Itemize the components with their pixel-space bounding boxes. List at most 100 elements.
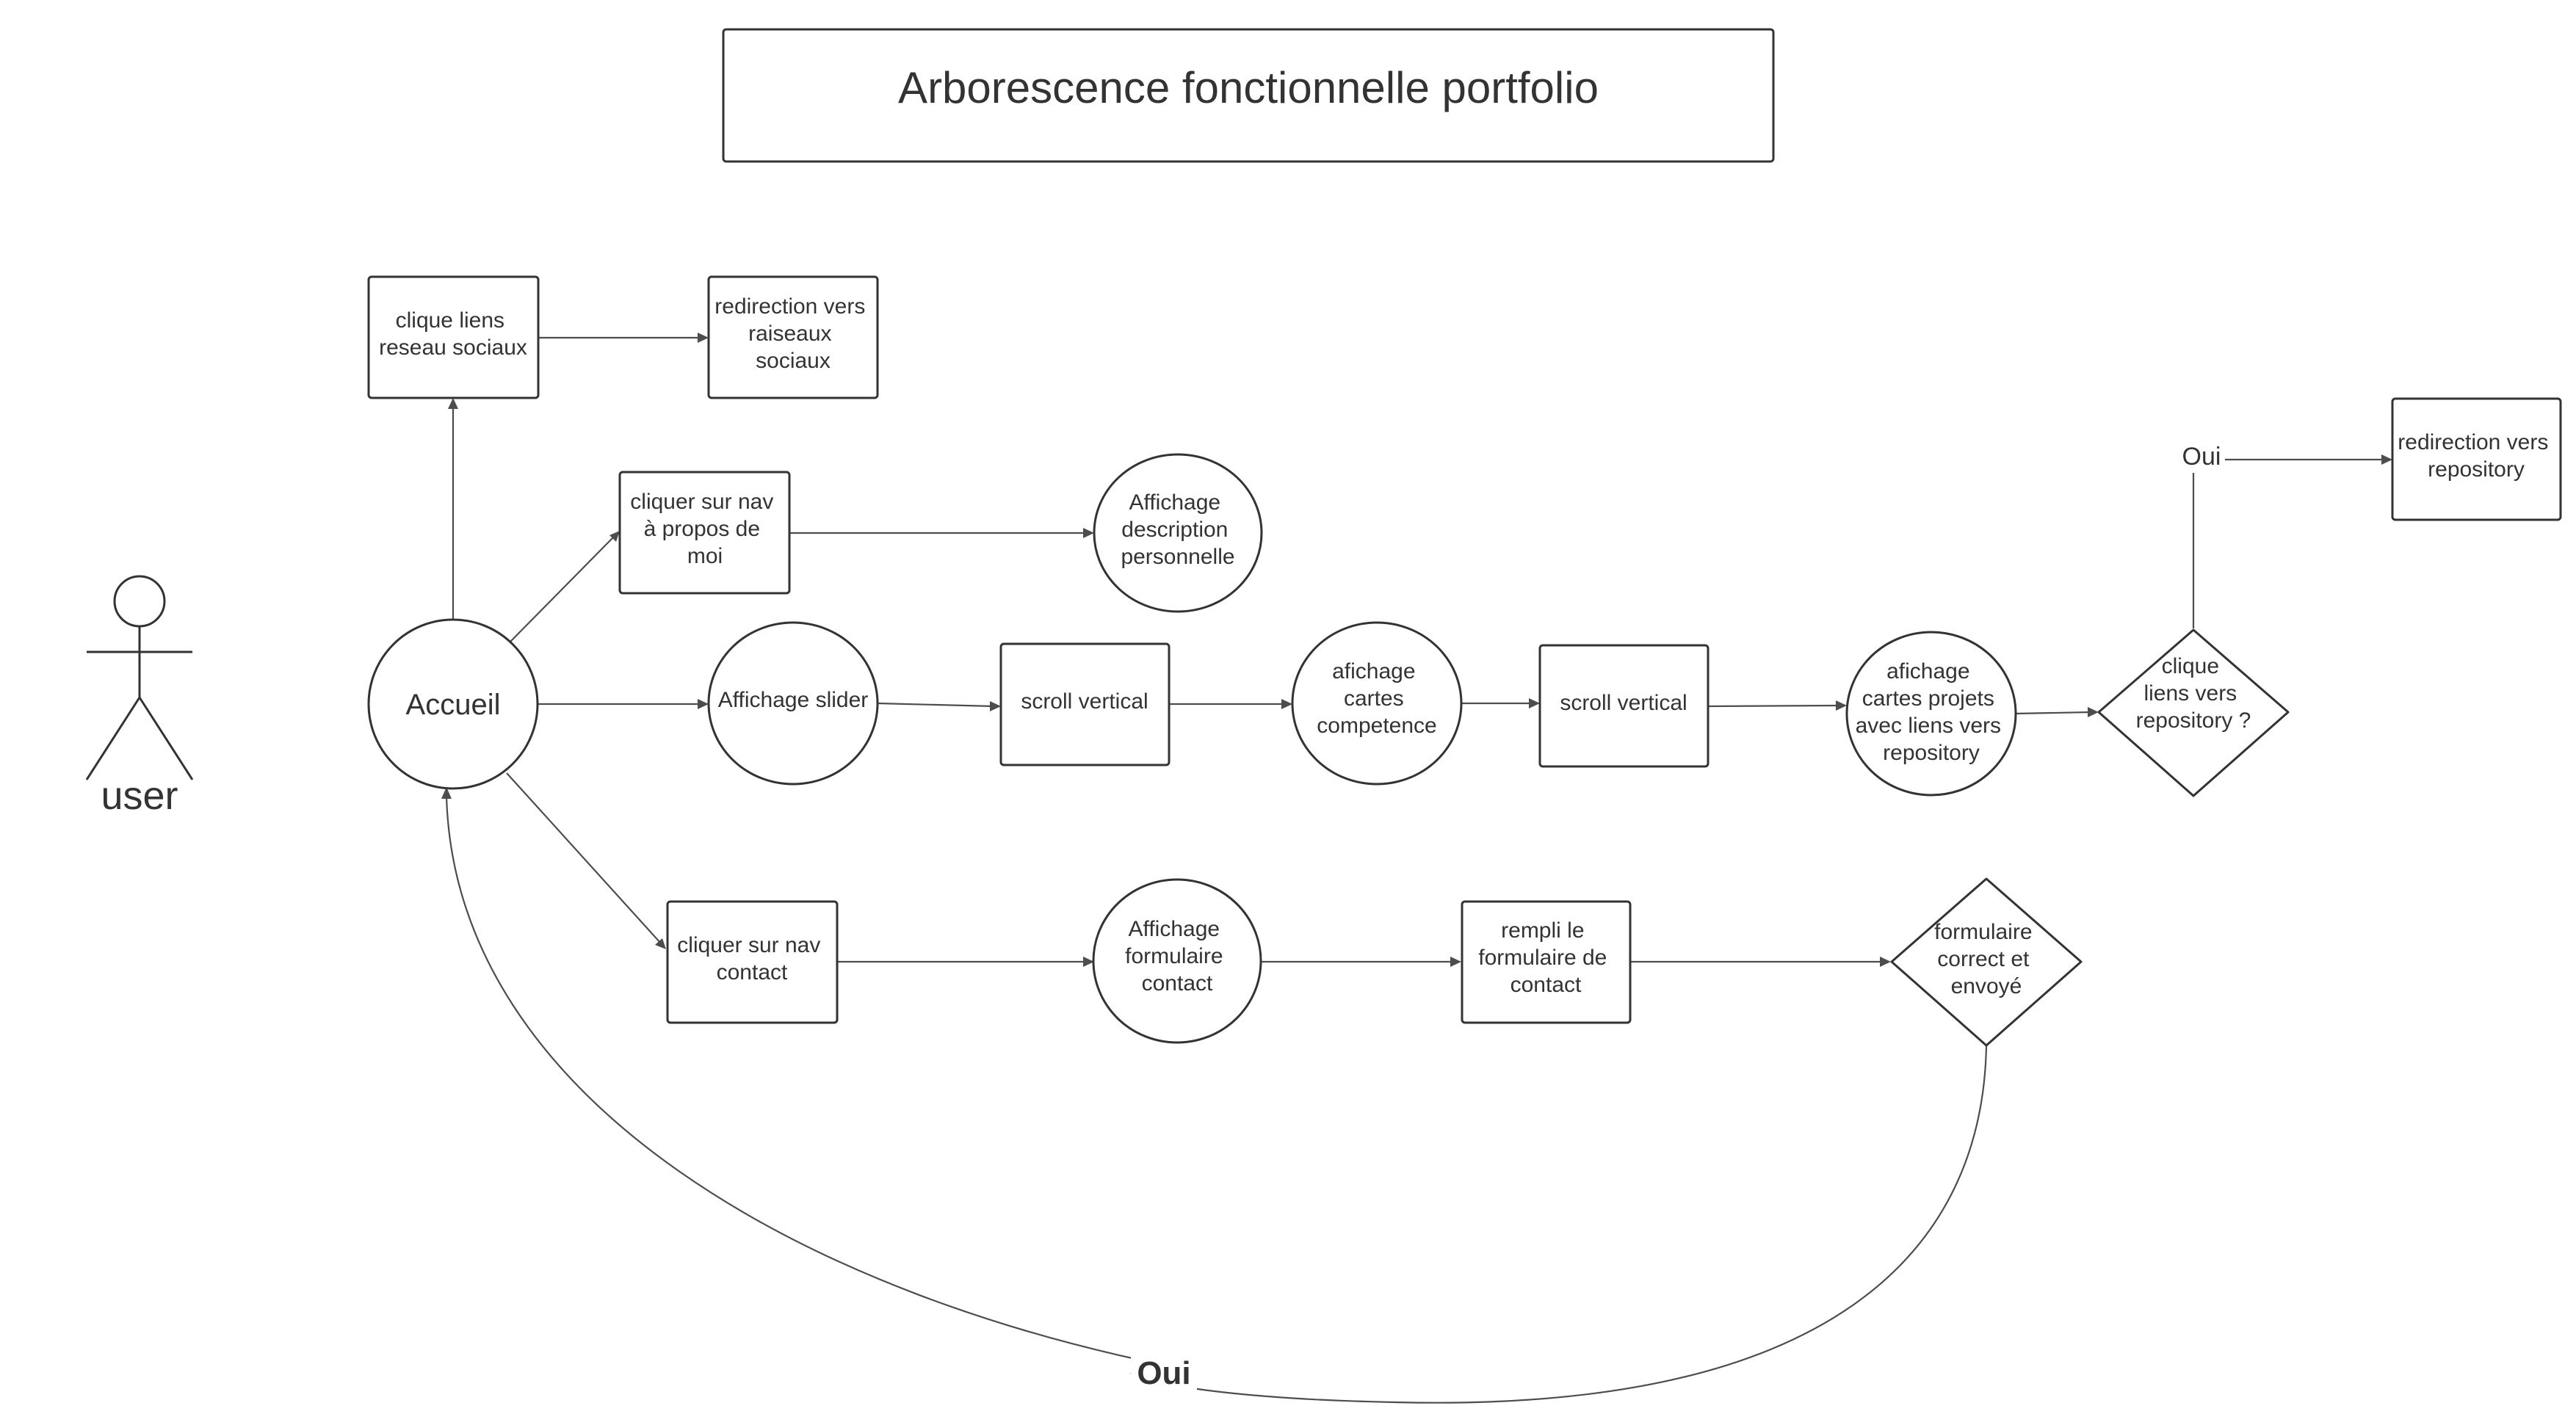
repository-oui-label: Oui [2182,443,2221,471]
arrowhead [1529,698,1540,708]
node-afichage-projets: afichage cartes projets avec liens vers … [1845,631,2017,797]
node-label-line: contact [717,960,788,985]
node-label-line: cliquer sur nav [630,490,773,514]
node-accueil: Accueil [367,618,539,790]
arrowhead [698,699,709,709]
node-label-line: afichage [1332,659,1415,684]
node-rempli-formulaire: rempli le formulaire de contact [1461,900,1632,1024]
node-label-line: contact [1510,973,1582,997]
node-label-line: correct et [1937,947,2030,971]
arrowhead [1450,957,1461,967]
arrowhead [1836,700,1847,711]
node-affichage-description: Affichage description personnelle [1093,453,1263,613]
node-label: Accueil [406,689,501,721]
edge-projets-to-decision [2015,711,2092,715]
node-label: Affichage description personnelle [1121,490,1234,569]
node-label: scroll vertical [1021,689,1148,714]
edge-accueil-to-nav-apropos [508,536,615,644]
node-label: Affichage formulaire contact [1125,917,1229,996]
arrowhead [655,938,666,949]
node-redirection-repository: redirection vers repository [2391,397,2562,521]
node-label-line: cartes [1344,686,1404,711]
nodes: Accueil clique liens reseau sociaux redi… [367,275,2562,1047]
node-label-line: contact [1142,971,1213,996]
formulaire-oui-label: Oui [1137,1355,1190,1391]
node-label-line: formulaire [1125,944,1223,968]
node-label-line: clique liens [396,308,504,333]
node-label: cliquer sur nav à propos de moi [630,490,779,568]
node-label-line: description [1121,518,1228,542]
node-label-line: Affichage [1129,490,1221,515]
node-label-line: raiseaux [748,322,831,346]
node-afichage-competence: afichage cartes competence [1291,621,1463,786]
node-label: redirection vers repository [2398,430,2554,482]
node-scroll-vertical-1: scroll vertical [999,642,1171,766]
node-label: Affichage slider [718,688,869,712]
node-label: clique liens vers repository ? [2136,654,2251,733]
node-decision-formulaire: formulaire correct et envoyé [1890,877,2083,1047]
node-label-line: afichage [1886,659,1969,684]
node-label-line: clique [2162,654,2219,678]
arrowhead [1880,957,1891,967]
node-label-line: liens vers [2143,681,2237,706]
node-label: formulaire correct et envoyé [1934,920,2038,998]
user-actor: user [85,575,194,818]
node-label: redirection vers raiseaux sociaux [714,294,871,373]
node-affichage-formulaire: Affichage formulaire contact [1092,878,1262,1044]
node-nav-apropos: cliquer sur nav à propos de moi [618,471,791,595]
node-label-line: redirection vers [2398,430,2548,454]
node-label: scroll vertical [1560,691,1687,715]
node-label-line: competence [1317,714,1436,738]
node-label-line: formulaire de [1478,946,1607,970]
oui-label-bg [2179,439,2224,473]
node-label: cliquer sur nav contact [677,933,826,985]
node-affichage-slider: Affichage slider [707,621,879,786]
node-label: rempli le formulaire de contact [1478,918,1613,997]
node-label-line: moi [687,544,723,568]
arrowhead [1083,957,1094,967]
node-label-line: formulaire [1934,920,2032,944]
arrowhead [2088,707,2099,717]
node-label-line: envoyé [1951,974,2022,998]
node-label-line: repository [1883,741,1980,765]
arrowhead [698,333,709,343]
arrowhead [609,531,620,542]
actor-label: user [101,774,178,818]
node-redirection-sociaux: redirection vers raiseaux sociaux [707,275,879,399]
arrowhead [448,398,458,409]
diagram-title: Arborescence fonctionnelle portfolio [898,63,1599,112]
node-label-line: repository ? [2136,708,2251,733]
actor-left-leg [85,697,141,780]
arrowhead [1083,528,1094,538]
node-label-line: rempli le [1501,918,1584,943]
arrowhead [990,701,1001,711]
node-label-line: personnelle [1121,545,1234,569]
node-label-line: avec liens vers [1856,714,2001,738]
node-decision-repository: clique liens vers repository ? [2097,628,2290,797]
node-label: afichage cartes projets avec liens vers … [1856,659,2008,765]
actor-right-leg [138,697,194,780]
actor-head [113,575,166,628]
arrowhead [1281,699,1292,709]
oui-label-bg [1131,1351,1197,1392]
node-label-line: à propos de [644,517,760,541]
node-label-line: sociaux [756,349,831,373]
node-label: clique liens reseau sociaux [379,308,527,360]
node-label-line: cartes projets [1862,686,1994,711]
edge-accueil-to-nav-contact [506,772,662,944]
node-label-line: Affichage [1129,917,1220,941]
node-label-line: redirection vers [714,294,865,319]
title-box: Arborescence fonctionnelle portfolio [722,28,1775,163]
edge-labels: Oui Oui [1131,439,2224,1392]
node-label-line: repository [2428,457,2525,482]
node-clique-liens: clique liens reseau sociaux [367,275,540,399]
arrowhead [2381,454,2392,465]
node-nav-contact: cliquer sur nav contact [666,900,839,1024]
arrowhead [441,787,452,799]
node-scroll-vertical-2: scroll vertical [1538,644,1710,768]
edge-slider-to-scroll-1 [877,702,994,708]
node-label: afichage cartes competence [1317,659,1436,738]
node-label-line: cliquer sur nav [677,933,820,957]
edge-decision-back-to-accueil [445,796,1988,1404]
